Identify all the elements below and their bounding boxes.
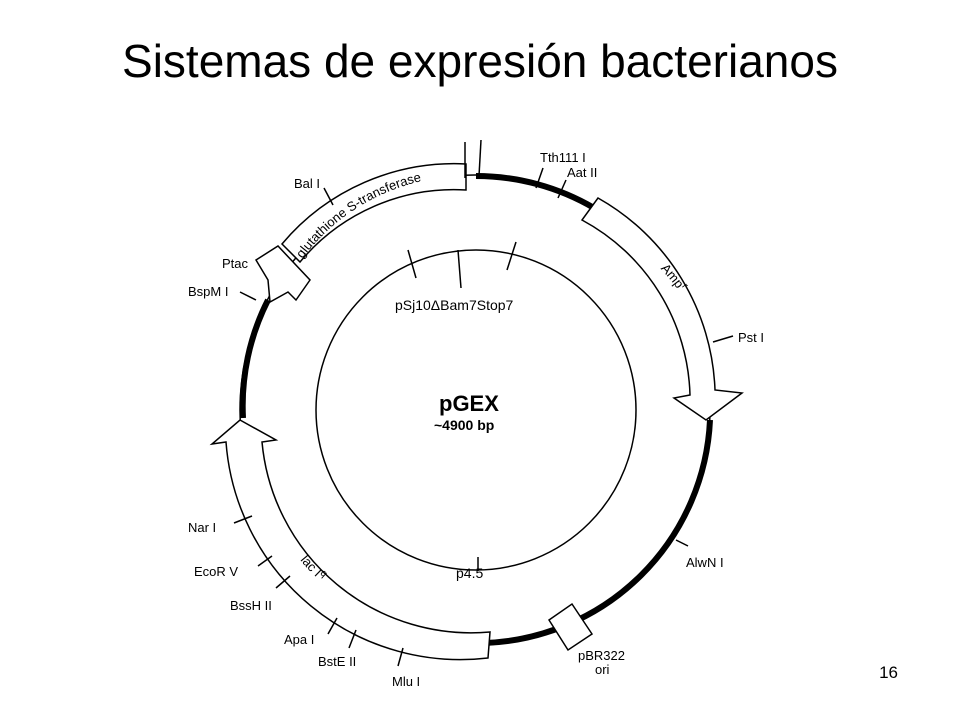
ptac-arrow bbox=[254, 245, 311, 304]
site-ptac: Ptac bbox=[222, 256, 249, 271]
site-aatii: Aat II bbox=[567, 165, 597, 180]
tick-bali bbox=[323, 187, 334, 206]
site-mlui: Mlu I bbox=[392, 674, 420, 689]
page-number: 16 bbox=[879, 663, 898, 682]
tick-bsshii bbox=[275, 575, 291, 589]
tick-bspmi bbox=[239, 291, 257, 301]
ori-label: ori bbox=[595, 662, 610, 677]
site-ecorv: EcoR V bbox=[194, 564, 238, 579]
backbone-thick-left bbox=[239, 298, 271, 419]
inner-tick-2 bbox=[457, 249, 462, 289]
laciq-arrow bbox=[209, 419, 491, 661]
tick-aatii bbox=[557, 179, 567, 199]
plasmid-name: pGEX bbox=[439, 391, 499, 416]
tick-apai bbox=[327, 617, 338, 635]
backbone-thick-right bbox=[484, 419, 713, 646]
p45-label: p4.5 bbox=[456, 565, 483, 581]
ampr-arrow bbox=[580, 197, 744, 421]
site-alwni: AlwN I bbox=[686, 555, 724, 570]
pbr322-ori-box bbox=[547, 602, 594, 652]
inner-tick-3 bbox=[506, 241, 517, 271]
tick-ecorv bbox=[257, 555, 273, 567]
plasmid-size: ~4900 bp bbox=[434, 417, 494, 433]
tick-mlui bbox=[397, 647, 404, 667]
inner-tick-1 bbox=[407, 249, 417, 279]
site-psti: Pst I bbox=[738, 330, 764, 345]
site-bali: Bal I bbox=[294, 176, 320, 191]
site-bspmi: BspM I bbox=[188, 284, 228, 299]
gst-block bbox=[280, 162, 467, 264]
site-bsshii: BssH II bbox=[230, 598, 272, 613]
site-bsteii: BstE II bbox=[318, 654, 356, 669]
mcs-label: pSj10ΔBam7Stop7 bbox=[395, 297, 514, 313]
site-nari: Nar I bbox=[188, 520, 216, 535]
site-tth111i: Tth111 I bbox=[540, 150, 586, 165]
pbr322-label: pBR322 bbox=[578, 648, 625, 663]
tick-alwni bbox=[675, 539, 689, 547]
backbone-thick-top bbox=[475, 173, 596, 211]
inner-circle bbox=[315, 249, 637, 571]
tick-top-2 bbox=[478, 139, 482, 177]
tick-tth111i bbox=[535, 167, 544, 189]
tick-psti bbox=[712, 335, 734, 343]
site-apai: Apa I bbox=[284, 632, 314, 647]
slide-title: Sistemas de expresión bacterianos bbox=[122, 35, 838, 87]
tick-nari bbox=[233, 515, 253, 524]
tick-bsteii bbox=[348, 629, 357, 649]
